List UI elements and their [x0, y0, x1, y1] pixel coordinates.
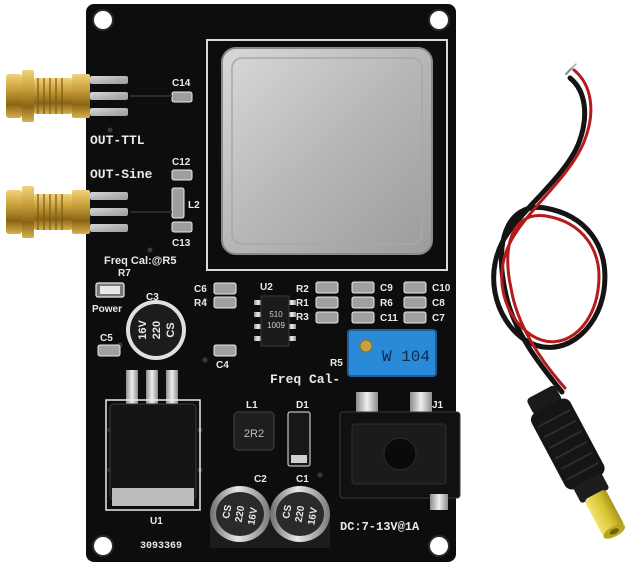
ic-u2-text: 1009 [267, 321, 285, 330]
ref-c10: C10 [432, 283, 451, 294]
voltage-regulator-u1 [105, 370, 201, 511]
ref-c6: C6 [194, 284, 207, 295]
ref-c7: C7 [432, 313, 445, 324]
ref-c13: C13 [172, 238, 191, 249]
diode-d1 [287, 411, 311, 467]
cap-c1-text: CS [281, 504, 294, 520]
mounting-hole [428, 9, 450, 31]
mounting-hole [92, 9, 114, 31]
mounting-hole [92, 535, 114, 557]
cap-c1-text: 16V [306, 506, 320, 526]
smd-parts-middle [97, 281, 427, 357]
ref-c11: C11 [380, 313, 398, 324]
cap-c3-text: CS [165, 322, 177, 337]
label-dc-input: DC:7-13V@1A [340, 520, 420, 534]
smd-parts-rf [130, 91, 193, 233]
trimmer-potentiometer: W 104 [347, 329, 437, 377]
label-out-sine: OUT-Sine [90, 167, 153, 182]
ref-r7: R7 [118, 268, 131, 279]
ref-r1: R1 [296, 298, 309, 309]
ref-c12: C12 [172, 157, 191, 168]
electrolytic-capacitor-c1: CS 220 16V [270, 486, 330, 548]
ref-l2: L2 [188, 200, 200, 211]
ref-j1: J1 [432, 400, 444, 411]
ref-u2: U2 [260, 282, 273, 293]
cap-c2-text: 16V [246, 506, 260, 526]
electrolytic-capacitor-c3: 16V 220 CS [126, 300, 186, 360]
ref-r3: R3 [296, 312, 309, 323]
ic-u2: 510 1009 [254, 295, 296, 347]
ref-r2: R2 [296, 284, 309, 295]
label-freq-cal: Freq Cal- [270, 372, 340, 387]
cap-c3-text: 16V [137, 320, 149, 340]
cap-c2-text: CS [221, 504, 234, 520]
cap-c3-text: 220 [151, 321, 163, 339]
inductor-l1-text: 2R2 [244, 428, 264, 440]
ref-u1: U1 [150, 516, 163, 527]
dc-power-cable [491, 63, 608, 395]
power-led [95, 282, 125, 298]
label-freq-cal-r5: Freq Cal:@R5 [104, 255, 176, 267]
ic-u2-text: 510 [269, 310, 283, 319]
ref-c1: C1 [296, 474, 309, 485]
ref-r5: R5 [330, 358, 343, 369]
electrolytic-capacitor-c2: CS 220 16V [210, 486, 270, 548]
dc-jack-j1 [339, 392, 461, 510]
ref-c14: C14 [172, 78, 191, 89]
ref-c5: C5 [100, 333, 113, 344]
mounting-hole [428, 535, 450, 557]
ref-c8: C8 [432, 298, 445, 309]
ref-r6: R6 [380, 298, 393, 309]
ref-c4: C4 [216, 360, 229, 371]
ref-c9: C9 [380, 283, 393, 294]
sma-connector-ttl [6, 70, 128, 122]
inductor-l1: 2R2 [233, 411, 275, 451]
label-power: Power [92, 304, 122, 315]
cap-c1-text: 220 [294, 504, 308, 523]
oscillator-can [206, 39, 448, 271]
ref-r4: R4 [194, 298, 207, 309]
ref-d1: D1 [296, 400, 309, 411]
label-out-ttl: OUT-TTL [90, 133, 145, 148]
label-serial: 3093369 [140, 541, 182, 552]
cap-c2-text: 220 [234, 504, 248, 523]
ref-l1: L1 [246, 400, 258, 411]
sma-connector-sine [6, 186, 128, 238]
ref-c2: C2 [254, 474, 267, 485]
dc-plug [527, 385, 626, 539]
ref-c3: C3 [146, 292, 159, 303]
trimmer-label: W 104 [382, 348, 430, 366]
silkscreen-labels: OUT-TTL OUT-Sine Freq Cal:@R5 Power Freq… [90, 78, 451, 552]
